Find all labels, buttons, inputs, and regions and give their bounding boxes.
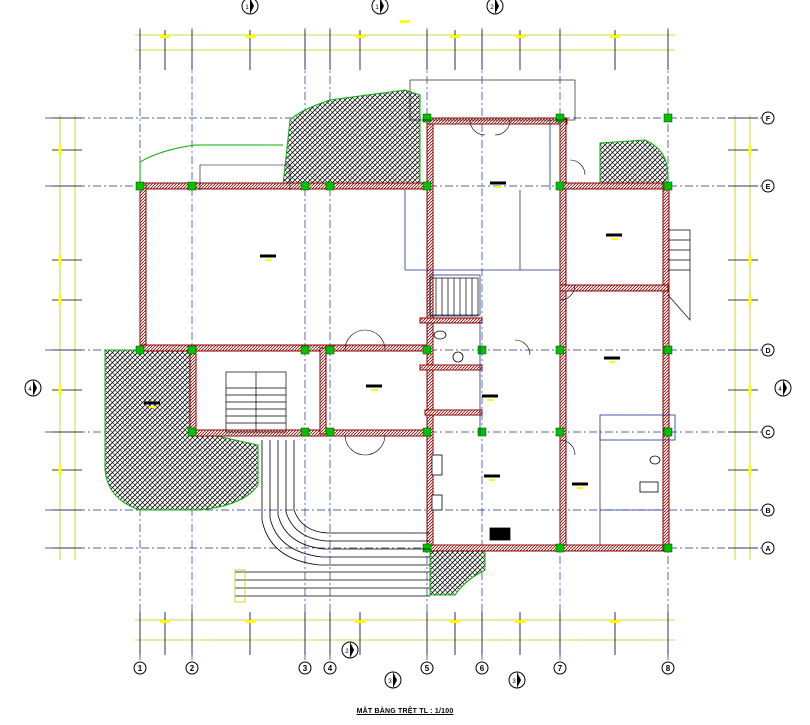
svg-text:E: E <box>766 184 771 191</box>
grid-bubble-column: 4 <box>323 661 337 675</box>
grid-bubble-row: A <box>761 541 775 555</box>
svg-text:3: 3 <box>512 679 516 685</box>
svg-text:1: 1 <box>375 5 379 11</box>
dimension-labels <box>58 20 752 623</box>
grid-bubble-column: 8 <box>661 661 675 675</box>
svg-text:B: B <box>765 508 770 515</box>
green-site-outline <box>139 144 283 185</box>
grid-bubble-column: 6 <box>475 661 489 675</box>
svg-text:2: 2 <box>490 5 494 11</box>
svg-text:4: 4 <box>28 387 32 393</box>
svg-text:8: 8 <box>666 664 671 673</box>
svg-text:7: 7 <box>558 664 563 673</box>
section-marker: 3 <box>508 671 526 689</box>
section-marker: 2 <box>341 641 359 659</box>
section-marker: 3 <box>384 671 402 689</box>
sanitary-fixtures <box>431 330 661 541</box>
staircase-main <box>225 371 287 433</box>
svg-text:D: D <box>765 348 770 355</box>
svg-text:5: 5 <box>425 664 430 673</box>
grid-axis-bubbles: 1 2 3 4 5 6 7 8 F E D C B A <box>133 111 775 675</box>
landscape-garden-northeast <box>599 139 669 186</box>
section-marker: 1 <box>371 0 389 15</box>
svg-text:2: 2 <box>345 649 349 655</box>
room-labels <box>144 181 622 489</box>
doors <box>199 79 586 456</box>
grid-bubble-column: 3 <box>298 661 312 675</box>
section-marker: 1 <box>241 0 259 15</box>
svg-text:3: 3 <box>303 664 308 673</box>
section-marker: 4 <box>24 379 42 397</box>
grid-bubble-column: 2 <box>185 661 199 675</box>
svg-text:2: 2 <box>190 664 195 673</box>
structural-columns <box>135 113 673 553</box>
grid-bubble-row: F <box>761 111 775 125</box>
landscape-garden-south <box>429 549 486 596</box>
svg-text:F: F <box>766 116 771 123</box>
landscape-garden-west <box>104 349 259 511</box>
entrance-steps-curved <box>234 440 430 603</box>
staircase-center <box>429 277 479 317</box>
dimension-lines <box>59 34 751 641</box>
svg-text:1: 1 <box>138 664 143 673</box>
svg-text:A: A <box>765 546 770 553</box>
section-markers: 1 1 2 2 3 3 4 4 <box>24 0 792 689</box>
svg-text:4: 4 <box>328 664 333 673</box>
grid-bubble-row: B <box>761 503 775 517</box>
grid-bubble-column: 7 <box>553 661 567 675</box>
landscape-areas <box>104 89 669 596</box>
svg-text:1: 1 <box>245 5 249 11</box>
grid-bubble-row: C <box>761 425 775 439</box>
grid-bubble-column: 1 <box>133 661 147 675</box>
svg-text:6: 6 <box>480 664 485 673</box>
walls <box>139 117 670 552</box>
landscape-garden-northwest <box>282 89 421 186</box>
grid-bubble-row: D <box>761 343 775 357</box>
grid-bubble-row: E <box>761 179 775 193</box>
grid-bubble-column: 5 <box>420 661 434 675</box>
drawing-title: MẶT BẰNG TRỆT TL : 1/100 <box>356 708 454 715</box>
section-marker: 4 <box>774 379 792 397</box>
svg-text:3: 3 <box>388 679 392 685</box>
svg-text:C: C <box>765 430 770 437</box>
staircase-east <box>667 229 691 321</box>
section-marker: 2 <box>486 0 504 15</box>
svg-text:4: 4 <box>778 387 782 393</box>
